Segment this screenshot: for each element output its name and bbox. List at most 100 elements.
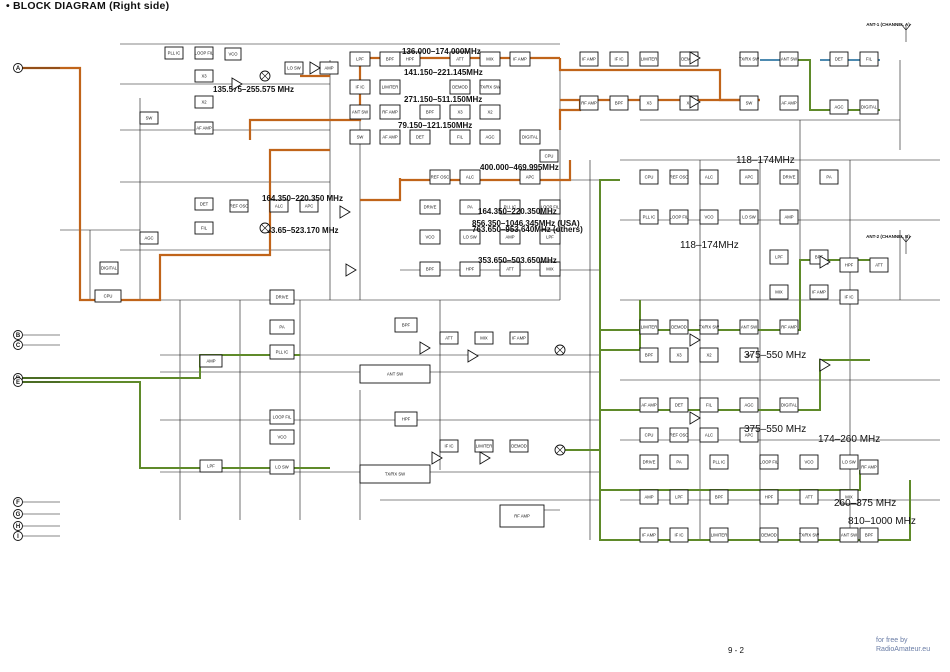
band-label: 400.000–469.995MHz: [480, 163, 559, 172]
circuit-block: [839, 489, 859, 505]
circuit-block-label: TX/RX SW: [699, 325, 719, 330]
circuit-block-label: DIGITAL: [861, 105, 878, 110]
circuit-block-label: ATT: [805, 495, 813, 500]
circuit-block: [194, 95, 214, 109]
circuit-block: [94, 289, 122, 303]
circuit-block-label: BPF: [615, 101, 624, 106]
circuit-block: [519, 129, 541, 145]
circuit-block-label: ALC: [705, 433, 713, 438]
circuit-block: [394, 411, 418, 427]
circuit-block: [499, 229, 521, 245]
circuit-block-label: PLL IC: [276, 350, 289, 355]
circuit-block-label: DIGITAL: [101, 266, 118, 271]
circuit-block-label: AMP: [505, 235, 514, 240]
circuit-block: [499, 504, 545, 528]
circuit-block: [479, 129, 501, 145]
circuit-block: [669, 209, 689, 225]
circuit-block: [194, 46, 214, 60]
circuit-block: [669, 527, 689, 543]
circuit-block: [739, 209, 759, 225]
circuit-block: [429, 169, 451, 185]
circuit-block-label: AGC: [834, 105, 843, 110]
circuit-block: [194, 121, 214, 135]
circuit-block-label: LPF: [546, 235, 554, 240]
circuit-block: [839, 257, 859, 273]
circuit-block-label: IF IC: [355, 85, 364, 90]
circuit-block-label: IF AMP: [642, 533, 656, 538]
circuit-block: [709, 489, 729, 505]
circuit-block-label: RF AMP: [514, 514, 530, 519]
circuit-block-label: RF AMP: [781, 325, 797, 330]
circuit-block: [819, 169, 839, 185]
circuit-block-label: PLL IC: [504, 205, 517, 210]
circuit-block-label: HPF: [466, 267, 475, 272]
circuit-block-label: HPF: [845, 263, 854, 268]
circuit-block-label: HPF: [402, 417, 411, 422]
circuit-block: [699, 397, 719, 413]
amplifier-icon: [479, 451, 491, 465]
circuit-block-label: TX/RX SW: [799, 533, 819, 538]
circuit-block: [499, 199, 521, 215]
circuit-block-label: APC: [745, 433, 754, 438]
circuit-block: [194, 197, 214, 211]
mixer-cross: [556, 346, 564, 354]
circuit-block-label: BPF: [426, 267, 435, 272]
circuit-block: [669, 319, 689, 335]
circuit-block-label: IF IC: [844, 295, 853, 300]
circuit-block-label: ATT: [445, 336, 453, 341]
connector-label: A: [16, 66, 21, 72]
circuit-block-label: X3: [457, 110, 463, 115]
circuit-block: [779, 209, 799, 225]
circuit-block: [739, 51, 759, 67]
lo-path: [558, 100, 582, 130]
circuit-block-label: ANT SW: [741, 325, 757, 330]
circuit-block: [699, 169, 719, 185]
circuit-block-label: SW: [146, 116, 153, 121]
circuit-block: [639, 347, 659, 363]
lo-path: [360, 178, 402, 202]
circuit-block: [779, 319, 799, 335]
circuit-block: [459, 169, 481, 185]
amplifier-icon: [819, 358, 831, 372]
circuit-block: [439, 439, 459, 453]
circuit-block: [539, 199, 561, 215]
circuit-block: [269, 459, 295, 475]
circuit-block: [639, 454, 659, 470]
circuit-block: [699, 427, 719, 443]
circuit-block: [669, 489, 689, 505]
circuit-block: [269, 199, 289, 213]
circuit-block-label: CPU: [104, 294, 113, 299]
circuit-block: [699, 347, 719, 363]
circuit-block: [639, 397, 659, 413]
circuit-block: [739, 347, 759, 363]
circuit-block-label: ATT: [456, 57, 464, 62]
circuit-block-label: REF OSC: [230, 204, 249, 209]
circuit-block: [269, 409, 295, 425]
circuit-block: [799, 454, 819, 470]
circuit-block-label: DET: [675, 403, 684, 408]
amplifier-icon: [419, 341, 431, 355]
circuit-block-label: VCO: [425, 235, 435, 240]
circuit-block: [839, 527, 859, 543]
circuit-block-label: APC: [745, 175, 754, 180]
band-label: 118–174MHz: [736, 155, 795, 166]
circuit-block-label: PA: [676, 460, 681, 465]
circuit-block-label: IF IC: [614, 57, 623, 62]
circuit-block: [459, 199, 481, 215]
circuit-block: [639, 51, 659, 67]
circuit-block: [859, 527, 879, 543]
rx-path: [600, 470, 861, 491]
band-label: 810–1000 MHz: [848, 516, 916, 527]
circuit-block: [739, 95, 759, 111]
circuit-block-label: AMP: [784, 215, 793, 220]
circuit-block-label: SW: [746, 353, 753, 358]
circuit-block-label: LO SW: [275, 465, 289, 470]
circuit-block-label: ALC: [705, 175, 713, 180]
circuit-block: [639, 209, 659, 225]
antenna-label: ANT-1 (CHANNEL A): [866, 22, 910, 27]
circuit-block-label: DEMOD: [681, 57, 697, 62]
connector-label: H: [16, 524, 20, 530]
circuit-block-label: DRIVE: [643, 460, 656, 465]
circuit-block: [759, 454, 779, 470]
